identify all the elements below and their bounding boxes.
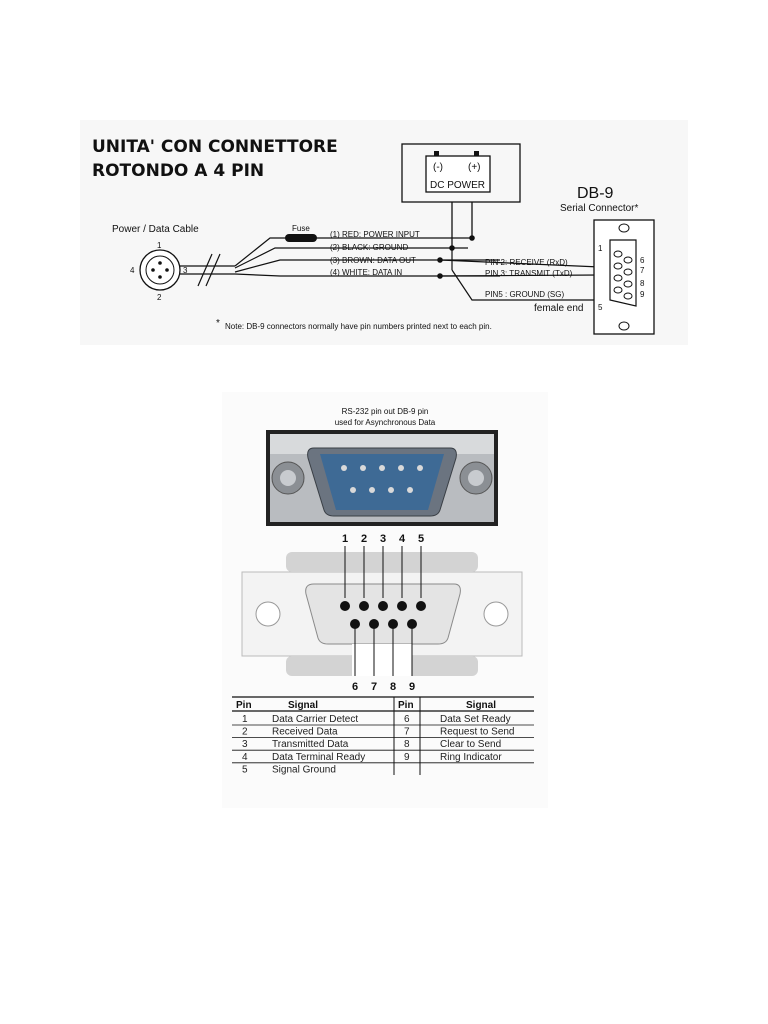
- dc-plus-label: (+): [468, 162, 481, 173]
- table-row: 5 Signal Ground: [242, 764, 336, 775]
- fuse-label: Fuse: [292, 224, 310, 233]
- table-cell: Data Carrier Detect: [272, 714, 358, 725]
- bottom-pin-6: 6: [352, 681, 358, 693]
- dc-power-outer-frame: [401, 143, 521, 203]
- dc-power-box: [425, 155, 491, 193]
- dc-minus-label: (-): [433, 162, 443, 173]
- top-pin-2: 2: [361, 533, 367, 545]
- top-pin-1: 1: [342, 533, 348, 545]
- pin-table: Pin Signal Pin Signal 1 Data Carrier Dete…: [232, 696, 534, 775]
- junctions: [437, 235, 601, 301]
- table-cell: Signal Ground: [272, 764, 336, 775]
- pin-leaders: [344, 546, 422, 676]
- note-asterisk: *: [216, 318, 220, 329]
- wire-label-brown: (3) BROWN: DATA OUT: [330, 256, 416, 265]
- table-cell: Ring Indicator: [440, 752, 502, 763]
- caption-line2: used for Asynchronous Data: [335, 418, 436, 427]
- cable-label: Power / Data Cable: [112, 224, 199, 235]
- dc-power-supply: (-) (+) DC POWER: [401, 143, 521, 248]
- table-body: 1 Data Carrier Detect 6 Data Set Ready 2 Rece…: [232, 714, 534, 775]
- table-row: 3 Transmitted Data 8 Clear to Send: [232, 739, 534, 751]
- dc-minus-terminal: [434, 151, 439, 156]
- round-pin-1: 1: [157, 241, 162, 250]
- db9-pin-9: 9: [640, 290, 645, 299]
- note-text: Note: DB-9 connectors normally have pin …: [225, 322, 492, 331]
- db9-pin-5: 5: [598, 303, 603, 312]
- table-header-pin-right: Pin: [398, 700, 414, 711]
- table-cell: Data Terminal Ready: [272, 752, 365, 763]
- table-header-pin-left: Pin: [236, 700, 252, 711]
- db9-pin-8: 8: [640, 279, 645, 288]
- db9-signal-rxd: PIN 2: RECEIVE (RxD): [485, 258, 568, 267]
- wire-label-black: (2) BLACK: GROUND: [330, 243, 408, 252]
- db9-female-connector: 1 6 7 8 9 5: [593, 219, 655, 335]
- table-cell: 8: [404, 739, 410, 750]
- db9-signal-txd: PIN 3: TRANSMIT (TxD): [485, 269, 573, 278]
- dc-plus-terminal: [474, 151, 479, 156]
- bottom-pin-8: 8: [390, 681, 396, 693]
- table-cell: Received Data: [272, 727, 338, 738]
- female-end-label: female end: [534, 303, 583, 314]
- diagram-background: [80, 120, 688, 345]
- db9-subtitle: Serial Connector*: [560, 203, 638, 214]
- table-cell: Data Set Ready: [440, 714, 511, 725]
- table-cell: 4: [242, 752, 248, 763]
- round-pin-3: 3: [183, 266, 188, 275]
- table-cell: Clear to Send: [440, 739, 501, 750]
- top-pin-3: 3: [380, 533, 386, 545]
- db9-connector-photo: [266, 430, 498, 526]
- rs232-pinout-figure: RS-232 pin out DB-9 pin used for Asynchr…: [222, 392, 548, 808]
- db9-pin-7: 7: [640, 266, 645, 275]
- table-cell: 3: [242, 739, 248, 750]
- top-pin-4: 4: [399, 533, 406, 545]
- diagram-title-line1: UNITA' CON CONNETTORE: [92, 137, 338, 157]
- wire-label-red: (1) RED: POWER INPUT: [330, 230, 420, 239]
- caption-line1: RS-232 pin out DB-9 pin: [342, 407, 429, 416]
- pin-dots: [340, 601, 426, 629]
- diagram-title-line2: ROTONDO A 4 PIN: [92, 161, 264, 181]
- db9-signal-ground: PIN5 : GROUND (SG): [485, 290, 564, 299]
- round-4pin-connector: 1 2 3 4: [130, 241, 188, 302]
- fuse: [285, 234, 317, 242]
- table-header-signal-left: Signal: [288, 700, 318, 711]
- wiring-diagram: UNITA' CON CONNETTORE ROTONDO A 4 PIN (-…: [80, 120, 688, 345]
- db9-connector-drawing: [241, 552, 523, 676]
- table-cell: 5: [242, 764, 248, 775]
- db9-title: DB-9: [577, 185, 614, 202]
- table-cell: 1: [242, 714, 248, 725]
- bottom-pin-7: 7: [371, 681, 377, 693]
- table-cell: 7: [404, 727, 410, 738]
- table-cell: 6: [404, 714, 410, 725]
- table-row: 4 Data Terminal Ready 9 Ring Indicator: [232, 752, 534, 764]
- round-pin-4: 4: [130, 266, 135, 275]
- wire-label-white: (4) WHITE: DATA IN: [330, 268, 402, 277]
- table-cell: Transmitted Data: [272, 739, 349, 750]
- bottom-pin-9: 9: [409, 681, 415, 693]
- top-pin-5: 5: [418, 533, 424, 545]
- table-cell: 2: [242, 727, 248, 738]
- table-cell: 9: [404, 752, 410, 763]
- round-pin-2: 2: [157, 293, 162, 302]
- table-header-signal-right: Signal: [466, 700, 496, 711]
- db9-pin-1: 1: [598, 244, 603, 253]
- table-row: 2 Received Data 7 Request to Send: [232, 727, 534, 739]
- table-row: 1 Data Carrier Detect 6 Data Set Ready: [232, 714, 534, 726]
- db9-pin-6: 6: [640, 256, 645, 265]
- table-cell: Request to Send: [440, 727, 515, 738]
- dc-power-label: DC POWER: [430, 180, 485, 191]
